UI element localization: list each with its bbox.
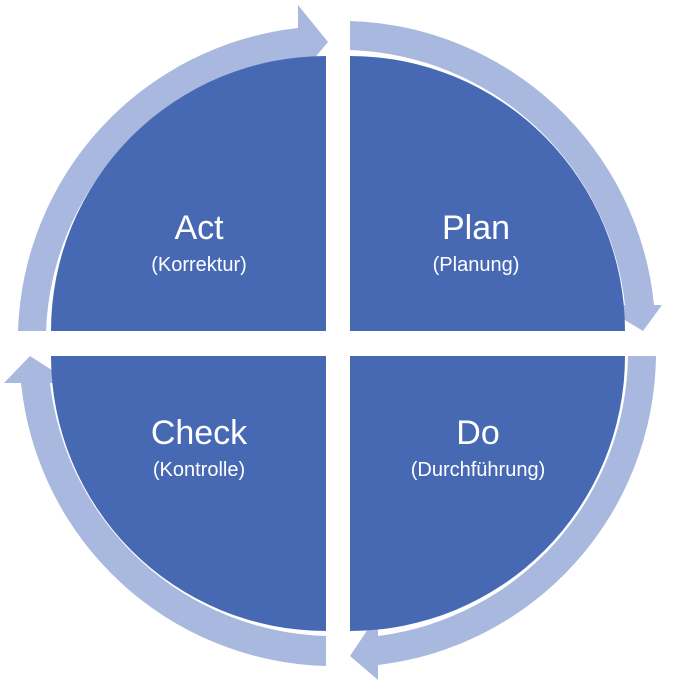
act-title: Act — [174, 209, 224, 247]
arrow-plan-to-do — [350, 21, 662, 331]
arrow-act-to-plan — [18, 5, 328, 331]
arrow-do-to-check — [350, 356, 656, 680]
plan-subtitle: (Planung) — [433, 254, 520, 276]
quadrant-plan — [350, 56, 625, 331]
do-title: Do — [456, 414, 499, 452]
act-subtitle: (Korrektur) — [151, 254, 247, 276]
plan-title: Plan — [442, 209, 510, 247]
arrow-check-to-act — [4, 356, 326, 666]
quadrant-do — [350, 356, 625, 631]
check-subtitle: (Kontrolle) — [153, 459, 245, 481]
do-subtitle: (Durchführung) — [411, 459, 546, 481]
check-title: Check — [151, 414, 248, 452]
quadrant-check — [51, 356, 326, 631]
quadrant-act — [51, 56, 326, 331]
